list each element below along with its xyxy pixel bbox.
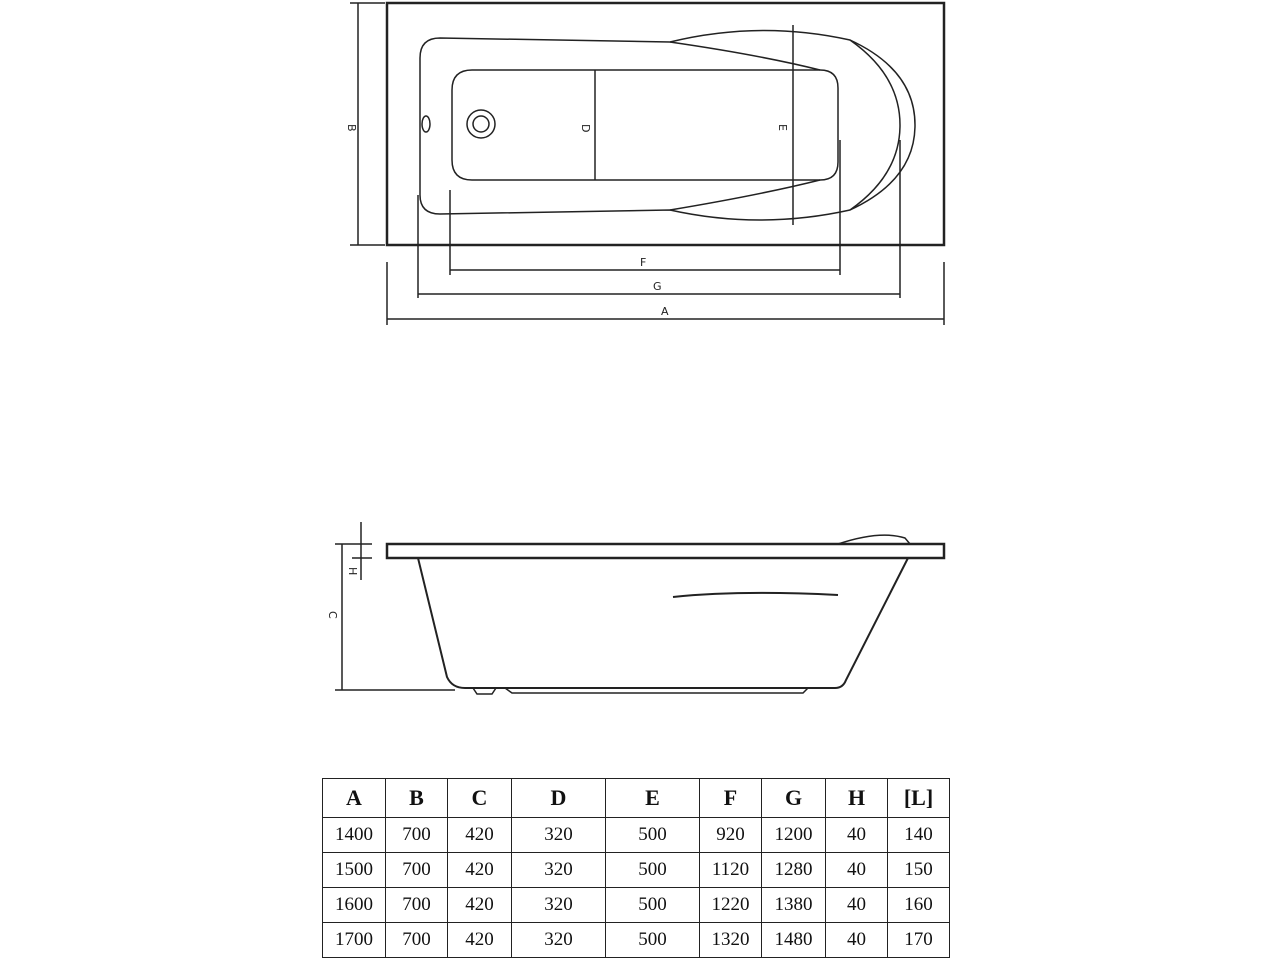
table-cell: 320: [511, 852, 606, 888]
table-cell: 920: [699, 817, 762, 853]
table-cell: 420: [447, 852, 512, 888]
table-cell: 320: [511, 887, 606, 923]
side-view: H C: [326, 522, 946, 695]
table-cell: 1280: [761, 852, 826, 888]
label-A: A: [661, 305, 669, 318]
table-cell: 320: [511, 817, 606, 853]
table-cell: 1480: [761, 922, 826, 958]
table-cell: 320: [511, 922, 606, 958]
label-E: E: [776, 124, 789, 131]
table-cell: 700: [385, 852, 448, 888]
table-cell: 1320: [699, 922, 762, 958]
table-cell: 40: [825, 887, 888, 923]
table-cell: 420: [447, 922, 512, 958]
header-c: C: [447, 778, 512, 818]
table-cell: 140: [887, 817, 950, 853]
table-cell: 1120: [699, 852, 762, 888]
label-C: C: [326, 611, 339, 619]
table-cell: 1500: [322, 852, 386, 888]
header-f: F: [699, 778, 762, 818]
table-header-row: A B C D E F G H [L]: [322, 778, 950, 818]
table-cell: 420: [447, 817, 512, 853]
table-cell: 40: [825, 817, 888, 853]
table-cell: 1220: [699, 887, 762, 923]
table-cell: 500: [605, 922, 700, 958]
label-H: H: [346, 567, 359, 575]
table-cell: 40: [825, 922, 888, 958]
table-cell: 150: [887, 852, 950, 888]
label-B: B: [345, 124, 358, 132]
table-cell: 700: [385, 922, 448, 958]
table-cell: 1380: [761, 887, 826, 923]
table-cell: 500: [605, 817, 700, 853]
label-F: F: [640, 256, 646, 269]
header-d: D: [511, 778, 606, 818]
table-cell: 40: [825, 852, 888, 888]
header-h: H: [825, 778, 888, 818]
table-cell: 420: [447, 887, 512, 923]
label-G: G: [653, 280, 662, 293]
table-cell: 170: [887, 922, 950, 958]
table-cell: 160: [887, 887, 950, 923]
table-cell: 500: [605, 887, 700, 923]
table-cell: 1200: [761, 817, 826, 853]
header-l: [L]: [887, 778, 950, 818]
header-a: A: [322, 778, 386, 818]
table-cell: 700: [385, 817, 448, 853]
table-cell: 700: [385, 887, 448, 923]
header-b: B: [385, 778, 448, 818]
top-view: B D E F G A: [345, 1, 946, 325]
label-D: D: [579, 124, 592, 132]
table-cell: 1400: [322, 817, 386, 853]
table-cell: 1700: [322, 922, 386, 958]
table-cell: 500: [605, 852, 700, 888]
table-cell: 1600: [322, 887, 386, 923]
header-g: G: [761, 778, 826, 818]
header-e: E: [605, 778, 700, 818]
